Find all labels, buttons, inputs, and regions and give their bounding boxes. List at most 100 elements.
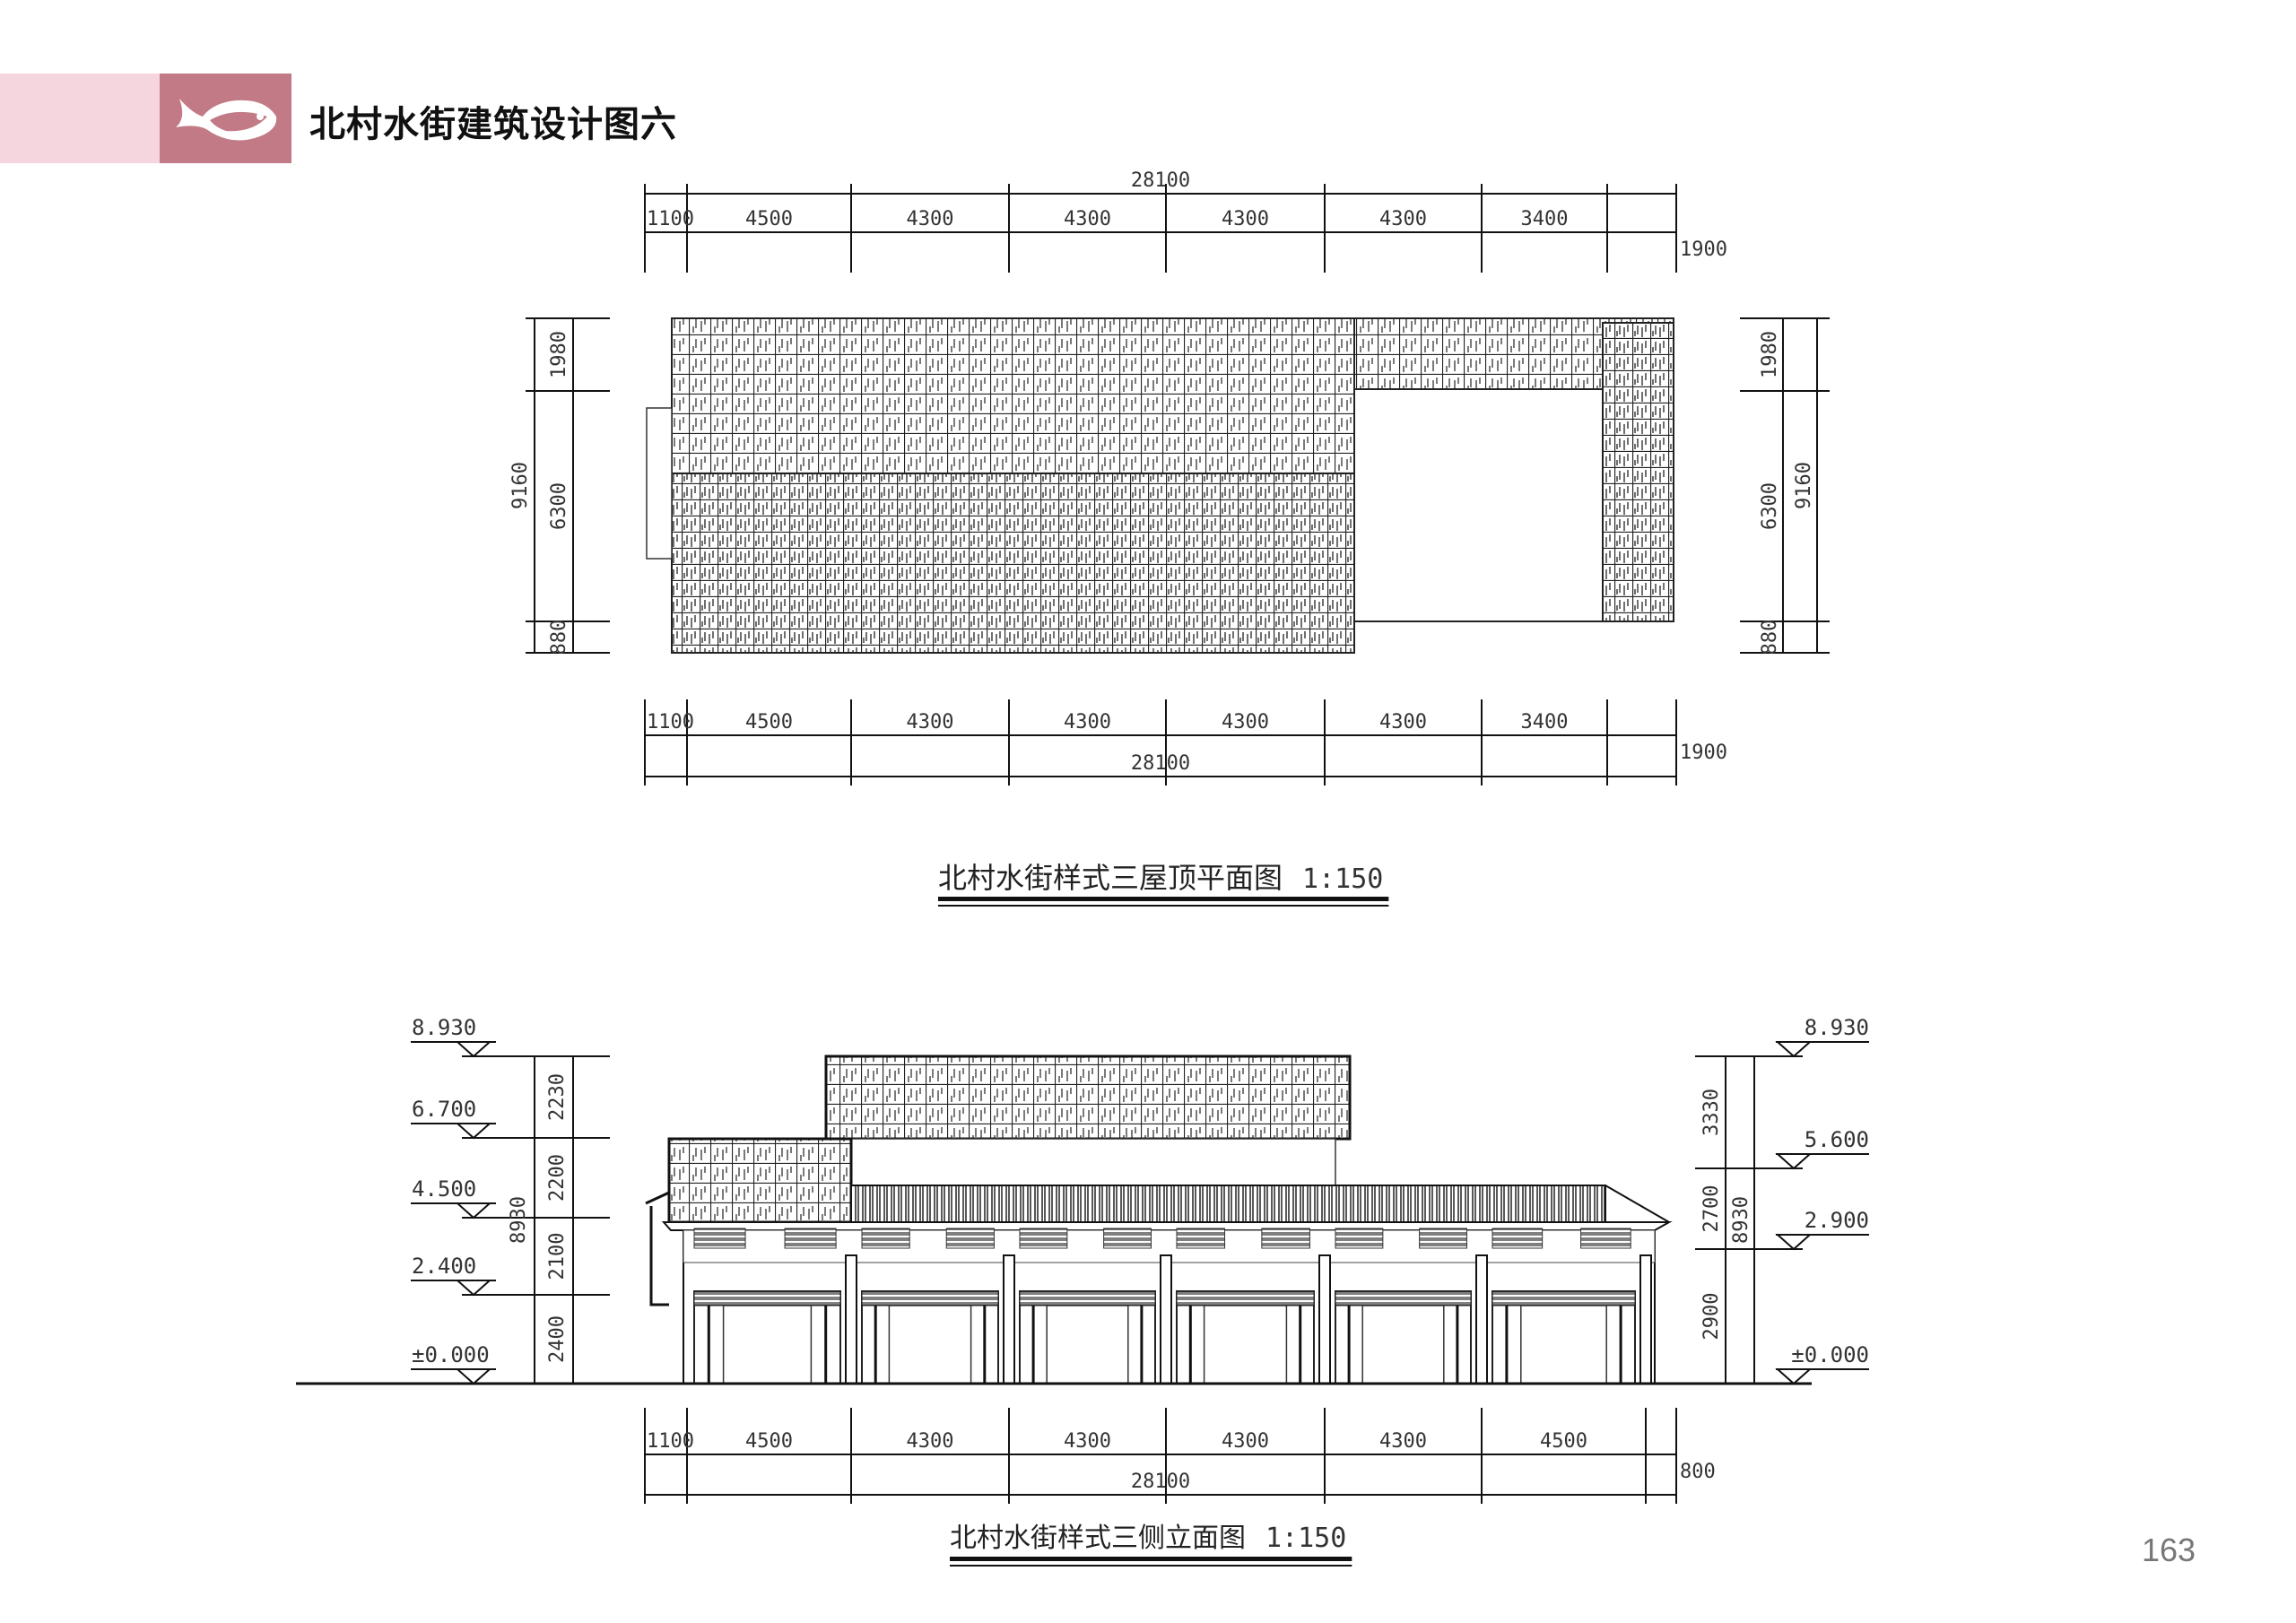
dimension-label: 6300 — [1759, 482, 1781, 530]
upper-louver — [861, 1228, 910, 1249]
dimension-label: 4500 — [745, 1430, 793, 1453]
dimension-label: 4500 — [745, 208, 793, 230]
header-band — [0, 74, 160, 163]
logo-box — [160, 74, 291, 163]
shopfront-louver — [861, 1290, 999, 1306]
dimension-label: 2900 — [1700, 1293, 1723, 1341]
elevation-title: 北村水街样式三侧立面图 — [950, 1523, 1246, 1554]
column — [1003, 1254, 1015, 1384]
page-title: 北村水街建筑设计图六 — [309, 104, 677, 145]
dimension-label: 4300 — [907, 1430, 954, 1453]
upper-louver — [1176, 1228, 1226, 1249]
roof-plan-scale: 1:150 — [1302, 864, 1383, 895]
level-label: 2.400 — [412, 1254, 476, 1279]
dimension-total: 9160 — [509, 462, 532, 509]
dimension-label: 4500 — [1540, 1430, 1587, 1453]
level-marker-icon — [455, 1041, 492, 1058]
roof-plan — [646, 317, 1674, 654]
balcony-railing — [850, 1185, 1606, 1223]
level-marker-icon — [1775, 1234, 1813, 1251]
shop-door — [1361, 1305, 1445, 1384]
dimension-total: 8930 — [1730, 1196, 1752, 1244]
upper-louver — [784, 1228, 837, 1249]
dimension-label: 4300 — [1064, 711, 1111, 733]
dimension-label: 3400 — [1521, 711, 1569, 733]
courtyard-opening — [1353, 388, 1604, 622]
dimension-label: 1980 — [548, 331, 570, 378]
dimension-label: 4300 — [1222, 1430, 1269, 1453]
column — [1318, 1254, 1331, 1384]
dimension-label: 2230 — [546, 1073, 569, 1121]
level-label: 4.500 — [412, 1176, 476, 1202]
shop-door — [1046, 1305, 1129, 1384]
dimension-label: 4500 — [745, 711, 793, 733]
dimension-label: 4300 — [907, 711, 954, 733]
shop-door — [1203, 1305, 1288, 1384]
column — [1639, 1254, 1652, 1384]
dimension-label: 880 — [1759, 620, 1781, 655]
upper-louver — [1019, 1228, 1068, 1249]
roof-upper-tiles — [671, 317, 1355, 474]
dimension-label: 4300 — [1379, 208, 1427, 230]
dimension-label: 4300 — [1222, 208, 1269, 230]
dimension-label: 1100 — [647, 711, 694, 733]
roof-right-side — [1602, 322, 1674, 622]
dimension-label: 1980 — [1759, 331, 1781, 378]
column — [1160, 1254, 1172, 1384]
level-marker-icon — [455, 1123, 492, 1140]
roof-lower-tiles — [671, 473, 1355, 654]
level-marker-icon — [455, 1280, 492, 1297]
level-label: ±0.000 — [1791, 1342, 1869, 1367]
dimension-label: 880 — [548, 620, 570, 655]
level-label: 2.900 — [1805, 1208, 1869, 1233]
shopfront-louver — [1019, 1290, 1156, 1306]
dimension-total: 28100 — [1131, 169, 1190, 192]
left-roof — [667, 1137, 853, 1224]
level-marker-icon — [1775, 1368, 1813, 1385]
dimension-label: 2200 — [546, 1154, 569, 1202]
dimension-label: 2700 — [1700, 1185, 1723, 1233]
upper-louver — [693, 1228, 746, 1249]
upper-louver — [1580, 1228, 1631, 1249]
dimension-label: 1900 — [1680, 742, 1727, 764]
dimension-total: 9160 — [1793, 462, 1815, 509]
dimension-label: 1900 — [1680, 239, 1727, 261]
shopfront-louver — [1176, 1290, 1315, 1306]
dimension-total: 28100 — [1131, 1471, 1190, 1493]
shop-door — [1520, 1305, 1607, 1384]
level-label: 5.600 — [1805, 1127, 1869, 1152]
level-marker-icon — [1775, 1041, 1813, 1058]
roof-plan-title-underline-thin — [938, 905, 1389, 907]
page-number: 163 — [2142, 1532, 2196, 1568]
eaves — [661, 1221, 1673, 1231]
upper-louver — [1419, 1228, 1467, 1249]
dimension-label: 2400 — [546, 1315, 569, 1363]
right-eave — [1605, 1185, 1670, 1223]
dimension-label: 4300 — [1379, 1430, 1427, 1453]
side-porch — [646, 407, 673, 560]
shopfront-louver — [1492, 1290, 1636, 1306]
shopfront-louver — [1335, 1290, 1472, 1306]
upper-louver — [1492, 1228, 1544, 1249]
side-canopy — [645, 1190, 671, 1306]
elevation-title-underline-thin — [950, 1565, 1352, 1567]
upper-louver — [945, 1228, 995, 1249]
dimension-label: 3330 — [1700, 1089, 1723, 1136]
upper-louver — [1103, 1228, 1152, 1249]
elevation-title-underline — [950, 1557, 1352, 1561]
upper-roof — [824, 1055, 1352, 1141]
shop-door — [888, 1305, 972, 1384]
dimension-total: 8930 — [508, 1196, 530, 1244]
level-label: 6.700 — [412, 1097, 476, 1122]
level-marker-icon — [455, 1202, 492, 1219]
dimension-label: 800 — [1680, 1461, 1716, 1483]
dimension-label: 4300 — [1064, 1430, 1111, 1453]
upper-floor — [850, 1138, 1336, 1189]
level-label: 8.930 — [1805, 1015, 1869, 1040]
column — [1475, 1254, 1488, 1384]
side-elevation — [296, 1055, 1812, 1385]
roof-plan-title: 北村水街样式三屋顶平面图 — [938, 861, 1283, 895]
shop-bays — [693, 1228, 1652, 1384]
